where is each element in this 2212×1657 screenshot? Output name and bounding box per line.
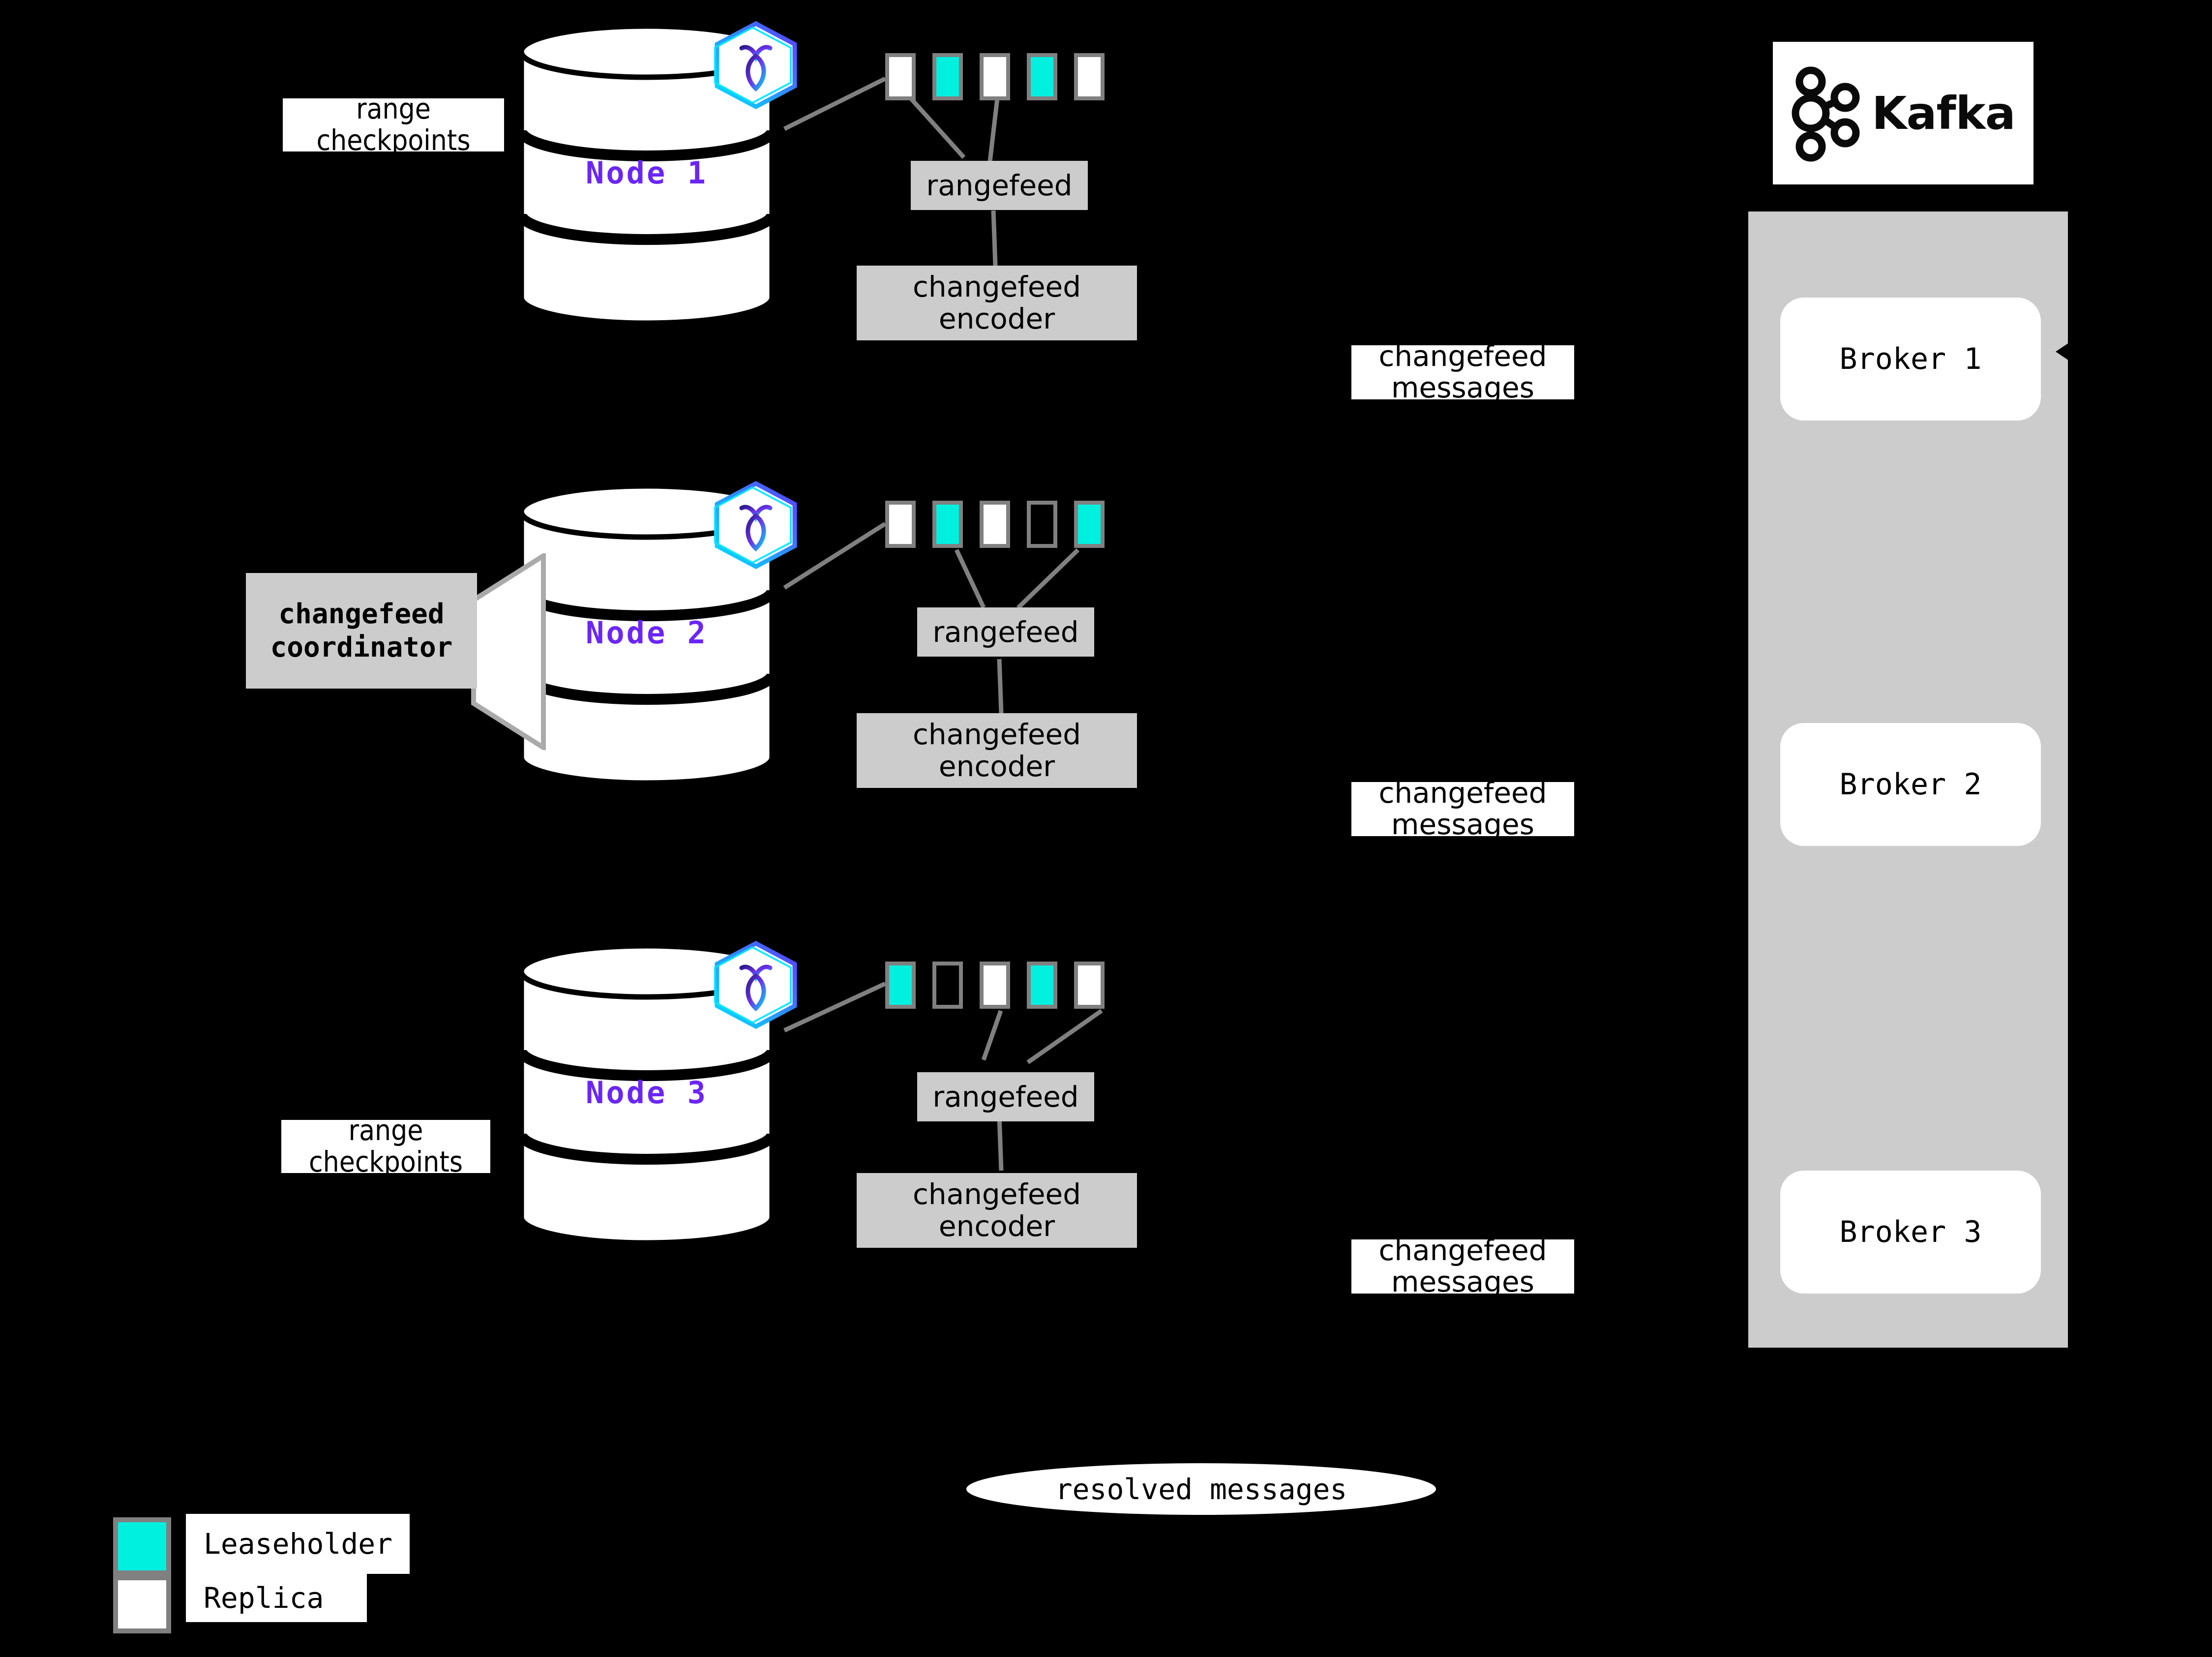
cockroachdb-logo-icon bbox=[713, 939, 799, 1030]
range-box-empty[interactable] bbox=[1027, 501, 1057, 548]
legend-swatch-leaseholder bbox=[113, 1517, 171, 1575]
kafka-logo: Kafka bbox=[1773, 42, 2033, 184]
node-3-changefeed-encoder-box[interactable]: changefeed encoder bbox=[857, 1173, 1137, 1248]
changefeed-messages-line1: changefeed bbox=[1378, 782, 1547, 810]
node-1-range-checkpoints-label: range checkpoints bbox=[283, 98, 504, 151]
range-box-leaseholder[interactable] bbox=[1027, 962, 1057, 1009]
rangefeed-label: rangefeed bbox=[926, 168, 1073, 202]
range-box-replica[interactable] bbox=[885, 53, 916, 100]
range-box-replica[interactable] bbox=[980, 962, 1010, 1009]
encoder-line1: changefeed bbox=[912, 270, 1081, 304]
node-3-rangefeed-box[interactable]: rangefeed bbox=[917, 1072, 1094, 1121]
range-box-leaseholder[interactable] bbox=[1074, 501, 1105, 548]
changefeed-messages-label-2: changefeed messages bbox=[1351, 782, 1574, 836]
legend-label-leaseholder: Leaseholder bbox=[186, 1514, 410, 1574]
node-1-rangefeed-box[interactable]: rangefeed bbox=[911, 161, 1088, 210]
encoder-line2: encoder bbox=[938, 302, 1055, 335]
legend-label-replica: Replica bbox=[186, 1574, 367, 1622]
range-checkpoints-line1: range bbox=[356, 98, 431, 126]
node-3-range-checkpoints-label: range checkpoints bbox=[281, 1120, 490, 1173]
node-3-range-boxes bbox=[885, 962, 1121, 1009]
encoder-line2: encoder bbox=[938, 1209, 1055, 1243]
coordinator-pointer-shape bbox=[471, 553, 546, 750]
legend-text-leaseholder: Leaseholder bbox=[204, 1527, 393, 1561]
range-box-empty[interactable] bbox=[932, 962, 963, 1009]
range-box-replica[interactable] bbox=[1074, 53, 1105, 100]
changefeed-messages-label-1: changefeed messages bbox=[1351, 345, 1574, 399]
changefeed-messages-line2: messages bbox=[1391, 371, 1534, 399]
resolved-messages-pill: resolved messages bbox=[966, 1463, 1436, 1515]
changefeed-messages-line1: changefeed bbox=[1378, 1239, 1547, 1267]
changefeed-messages-line1: changefeed bbox=[1378, 345, 1547, 373]
changefeed-coordinator-box[interactable]: changefeed coordinator bbox=[246, 573, 477, 689]
legend-swatch-replica bbox=[113, 1575, 171, 1633]
coordinator-line2: coordinator bbox=[270, 631, 453, 663]
encoder-line1: changefeed bbox=[912, 718, 1081, 752]
rangefeed-label: rangefeed bbox=[932, 615, 1079, 649]
node-1-changefeed-encoder-box[interactable]: changefeed encoder bbox=[857, 266, 1137, 340]
range-box-leaseholder[interactable] bbox=[885, 962, 916, 1009]
cockroachdb-logo-icon bbox=[713, 20, 799, 111]
range-box-replica[interactable] bbox=[885, 501, 916, 548]
range-box-replica[interactable] bbox=[980, 53, 1010, 100]
node-2-range-boxes bbox=[885, 501, 1121, 548]
range-checkpoints-line2: checkpoints bbox=[316, 123, 471, 151]
node-2-changefeed-encoder-box[interactable]: changefeed encoder bbox=[857, 713, 1137, 788]
node-2-rangefeed-box[interactable]: rangefeed bbox=[917, 607, 1094, 657]
broker-2-box[interactable]: Broker 2 bbox=[1780, 723, 2041, 846]
encoder-line2: encoder bbox=[938, 750, 1055, 783]
broker-3-box[interactable]: Broker 3 bbox=[1780, 1171, 2041, 1294]
rangefeed-label: rangefeed bbox=[932, 1080, 1079, 1114]
kafka-wordmark: Kafka bbox=[1872, 87, 2016, 140]
kafka-nodes-icon bbox=[1792, 66, 1860, 162]
range-box-replica[interactable] bbox=[1074, 962, 1105, 1009]
range-checkpoints-line1: range bbox=[348, 1120, 423, 1147]
changefeed-messages-label-3: changefeed messages bbox=[1351, 1239, 1574, 1294]
range-box-replica[interactable] bbox=[980, 501, 1010, 548]
legend-text-replica: Replica bbox=[204, 1581, 324, 1615]
changefeed-messages-line2: messages bbox=[1391, 808, 1534, 836]
resolved-messages-label: resolved messages bbox=[1055, 1472, 1347, 1506]
range-box-leaseholder[interactable] bbox=[932, 501, 963, 548]
range-box-leaseholder[interactable] bbox=[932, 53, 963, 100]
encoder-line1: changefeed bbox=[912, 1177, 1081, 1211]
node-1-range-boxes bbox=[885, 53, 1121, 100]
changefeed-messages-line2: messages bbox=[1391, 1265, 1534, 1294]
cockroachdb-logo-icon bbox=[713, 480, 799, 571]
broker-1-box[interactable]: Broker 1 bbox=[1780, 298, 2041, 421]
broker-2-label: Broker 2 bbox=[1839, 767, 1982, 802]
range-box-leaseholder[interactable] bbox=[1027, 53, 1057, 100]
broker-1-label: Broker 1 bbox=[1839, 342, 1982, 376]
coordinator-line1: changefeed bbox=[278, 598, 445, 631]
range-checkpoints-line2: checkpoints bbox=[308, 1145, 463, 1173]
broker-3-label: Broker 3 bbox=[1839, 1215, 1982, 1249]
